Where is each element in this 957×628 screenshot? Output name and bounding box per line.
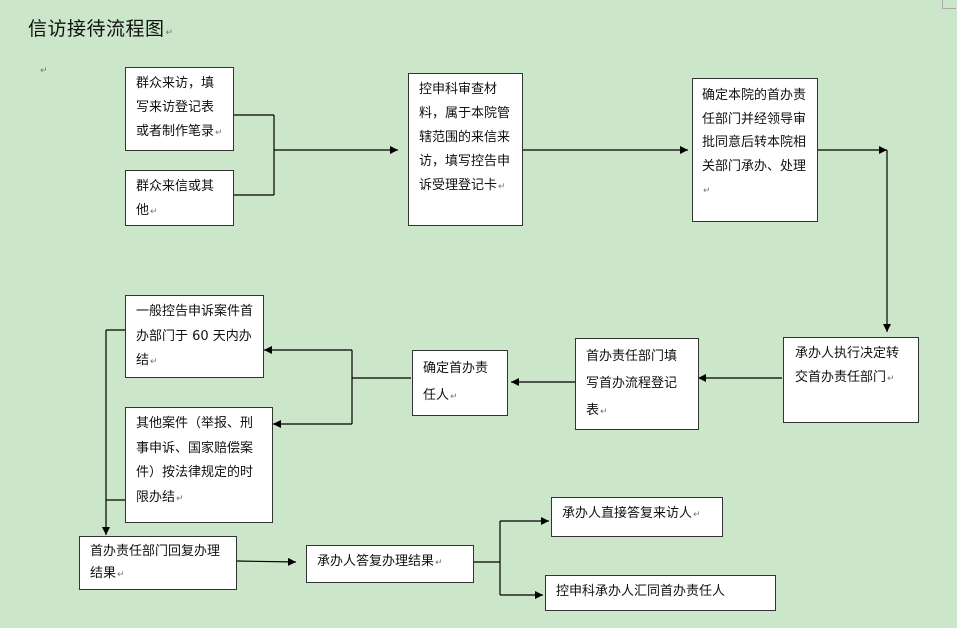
- node-direct: 承办人直接答复来访人↵: [551, 497, 723, 537]
- node-determine: 确定本院的首办责任部门并经领导审批同意后转本院相关部门承办、处理↵: [692, 78, 818, 222]
- node-other-cases: 其他案件（举报、刑事申诉、国家赔偿案件）按法律规定的时限办结↵: [125, 407, 273, 523]
- node-reply: 首办责任部门回复办理结果↵: [79, 536, 237, 590]
- page-corner-mark: [942, 0, 943, 8]
- diagram-title: 信访接待流程图↵: [28, 18, 174, 40]
- node-case60: 一般控告申诉案件首办部门于 60 天内办结↵: [125, 295, 264, 378]
- node-letter: 群众来信或其他↵: [125, 170, 234, 226]
- node-assign: 确定首办责任人↵: [412, 350, 508, 416]
- node-review: 控申科审查材料，属于本院管辖范围的来信来访，填写控告申诉受理登记卡↵: [408, 73, 523, 226]
- node-together: 控申科承办人汇同首办责任人: [545, 575, 776, 611]
- node-handler-exec: 承办人执行决定转交首办责任部门↵: [783, 337, 919, 423]
- paragraph-mark: ↵: [40, 66, 48, 76]
- node-fill-form: 首办责任部门填写首办流程登记表↵: [575, 338, 699, 430]
- node-answer: 承办人答复办理结果↵: [306, 545, 474, 583]
- page-corner-mark: [942, 8, 956, 9]
- node-visit: 群众来访，填写来访登记表或者制作笔录↵: [125, 67, 234, 151]
- arrow: [236, 557, 297, 566]
